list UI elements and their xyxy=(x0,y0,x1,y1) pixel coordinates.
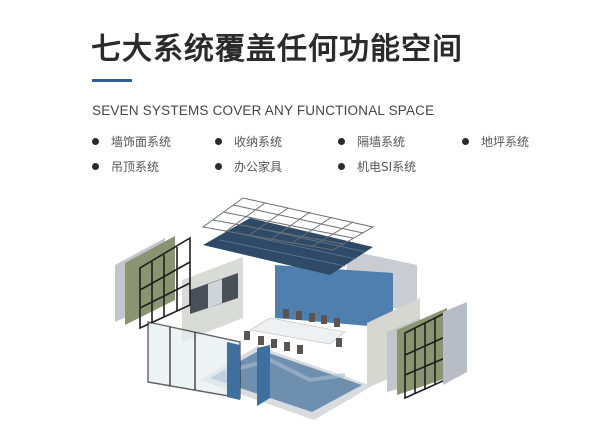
system-label: 墙饰面系统 xyxy=(111,135,172,149)
back-blue-wall xyxy=(275,265,393,328)
bullet-icon xyxy=(215,163,222,170)
system-label: 办公家具 xyxy=(234,160,283,174)
system-item: 办公家具 xyxy=(215,158,282,175)
bullet-icon xyxy=(215,138,222,145)
system-label: 隔墙系统 xyxy=(357,135,406,149)
system-item: 地坪系统 xyxy=(462,133,529,150)
bullet-icon xyxy=(462,138,469,145)
door-left xyxy=(227,342,240,400)
door-right xyxy=(257,345,270,406)
subtitle: SEVEN SYSTEMS COVER ANY FUNCTIONAL SPACE xyxy=(92,103,435,118)
glass-wall xyxy=(147,321,241,399)
left-green-panel xyxy=(125,236,175,325)
bullet-icon xyxy=(92,163,99,170)
system-item: 收纳系统 xyxy=(215,133,282,150)
system-label: 机电SI系统 xyxy=(357,160,417,174)
system-item: 隔墙系统 xyxy=(338,133,405,150)
system-label: 吊顶系统 xyxy=(111,160,160,174)
ceiling-grid xyxy=(201,197,375,251)
system-item: 墙饰面系统 xyxy=(92,133,171,150)
left-frame xyxy=(139,236,191,330)
right-frame xyxy=(404,311,446,400)
system-item: 机电SI系统 xyxy=(338,158,416,175)
conference-table xyxy=(249,317,346,345)
system-item: 吊顶系统 xyxy=(92,158,159,175)
ceiling-panel xyxy=(203,218,373,275)
chairs xyxy=(244,309,342,354)
page-title: 七大系统覆盖任何功能空间 xyxy=(91,32,463,67)
system-label: 地坪系统 xyxy=(481,135,530,149)
bullet-icon xyxy=(338,163,345,170)
right-outer-panel xyxy=(443,302,467,385)
system-label: 收纳系统 xyxy=(234,135,283,149)
bullet-icon xyxy=(338,138,345,145)
accent-divider xyxy=(92,79,132,82)
bullet-icon xyxy=(92,138,99,145)
